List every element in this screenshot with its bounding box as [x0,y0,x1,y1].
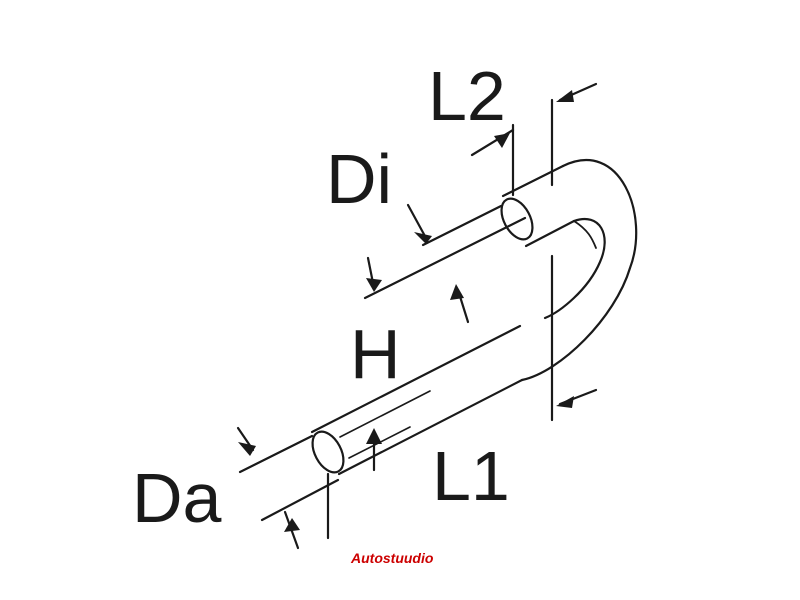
u-bend [520,158,638,382]
label-h: H [350,315,401,393]
label-di: Di [326,140,392,218]
label-l2: L2 [428,57,506,135]
watermark-brand: Autostuudio [351,550,434,566]
arrowhead [366,278,382,292]
arrowhead [414,232,432,244]
upper-pipe-leg [500,164,576,248]
arrowhead [284,518,300,532]
arrowhead [494,133,510,148]
arrowhead [556,396,574,408]
label-da: Da [132,459,222,537]
di-dimension [363,203,527,300]
arrowhead [366,428,382,444]
arrowhead [238,442,256,456]
arrowhead [556,90,574,102]
lower-pipe-leg [310,324,524,476]
label-l1: L1 [432,437,510,515]
arrowhead [450,284,464,300]
